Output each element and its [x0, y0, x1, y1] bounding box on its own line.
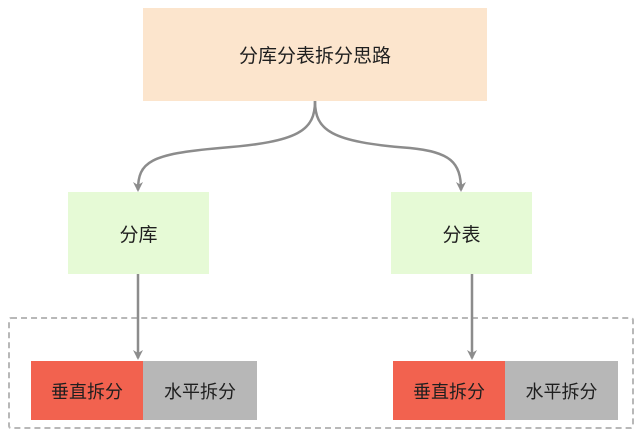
database-vertical-split: 垂直拆分	[31, 361, 143, 420]
arrow-root-to-left	[133, 100, 317, 192]
table-horizontal-split: 水平拆分	[505, 361, 618, 420]
branch-node-table: 分表	[391, 192, 532, 274]
table-vertical-split: 垂直拆分	[393, 361, 505, 420]
branch-node-database: 分库	[68, 192, 209, 274]
arrow-root-to-right	[313, 100, 466, 192]
split-strategies-group	[8, 317, 634, 429]
database-horizontal-split: 水平拆分	[143, 361, 257, 420]
root-node: 分库分表拆分思路	[143, 8, 487, 101]
